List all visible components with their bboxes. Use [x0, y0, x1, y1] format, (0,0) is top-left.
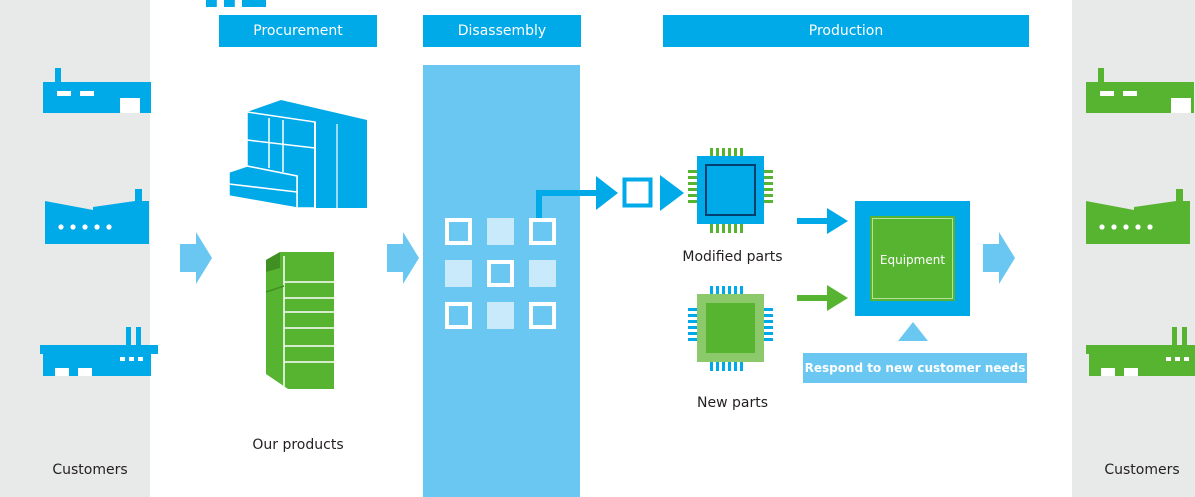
- new-chip-icon: [688, 286, 773, 371]
- equipment-inner-outline: [872, 218, 953, 299]
- customers-label-left: Customers: [52, 462, 128, 478]
- customers-label-right: Customers: [1104, 462, 1180, 478]
- needs-up-arrow-icon: [898, 322, 928, 341]
- new-to-equipment-arrow-icon: [797, 285, 848, 311]
- part-square-icon: [622, 177, 653, 208]
- cropped-title-fragment: [206, 0, 266, 7]
- equipment-box: [855, 201, 970, 316]
- flow-arrow-icon-2: [387, 232, 419, 284]
- factory-chimney-icon-green: [1086, 327, 1195, 376]
- factory-chimney-icon-blue: [40, 327, 158, 376]
- factory-icon-blue: [43, 68, 151, 113]
- factory-icon-green: [1086, 68, 1194, 113]
- extraction-arrow-icon: [536, 176, 618, 218]
- factory-sawtooth-icon-blue: [45, 189, 149, 244]
- factory-sawtooth-icon-green: [1086, 189, 1190, 244]
- equipment-inner: [870, 216, 955, 301]
- modified-parts-label: Modified parts: [682, 249, 783, 265]
- blue-machine-icon: [228, 100, 367, 209]
- modified-to-equipment-arrow-icon: [797, 208, 848, 234]
- respond-needs-banner: Respond to new customer needs: [803, 353, 1027, 383]
- new-parts-label: New parts: [697, 395, 768, 411]
- modified-chip-icon: [688, 148, 773, 233]
- modify-arrow-icon: [660, 175, 684, 211]
- equipment-label: Equipment: [879, 253, 946, 267]
- procurement-header: Procurement: [219, 15, 377, 47]
- our-products-label: Our products: [252, 437, 344, 453]
- disassembly-header: Disassembly: [423, 15, 581, 47]
- green-machine-icon: [265, 252, 334, 389]
- disassembled-parts-grid: [445, 218, 556, 329]
- production-header: Production: [663, 15, 1029, 47]
- flow-arrow-icon-1: [180, 232, 212, 284]
- flow-arrow-icon-3: [983, 232, 1015, 284]
